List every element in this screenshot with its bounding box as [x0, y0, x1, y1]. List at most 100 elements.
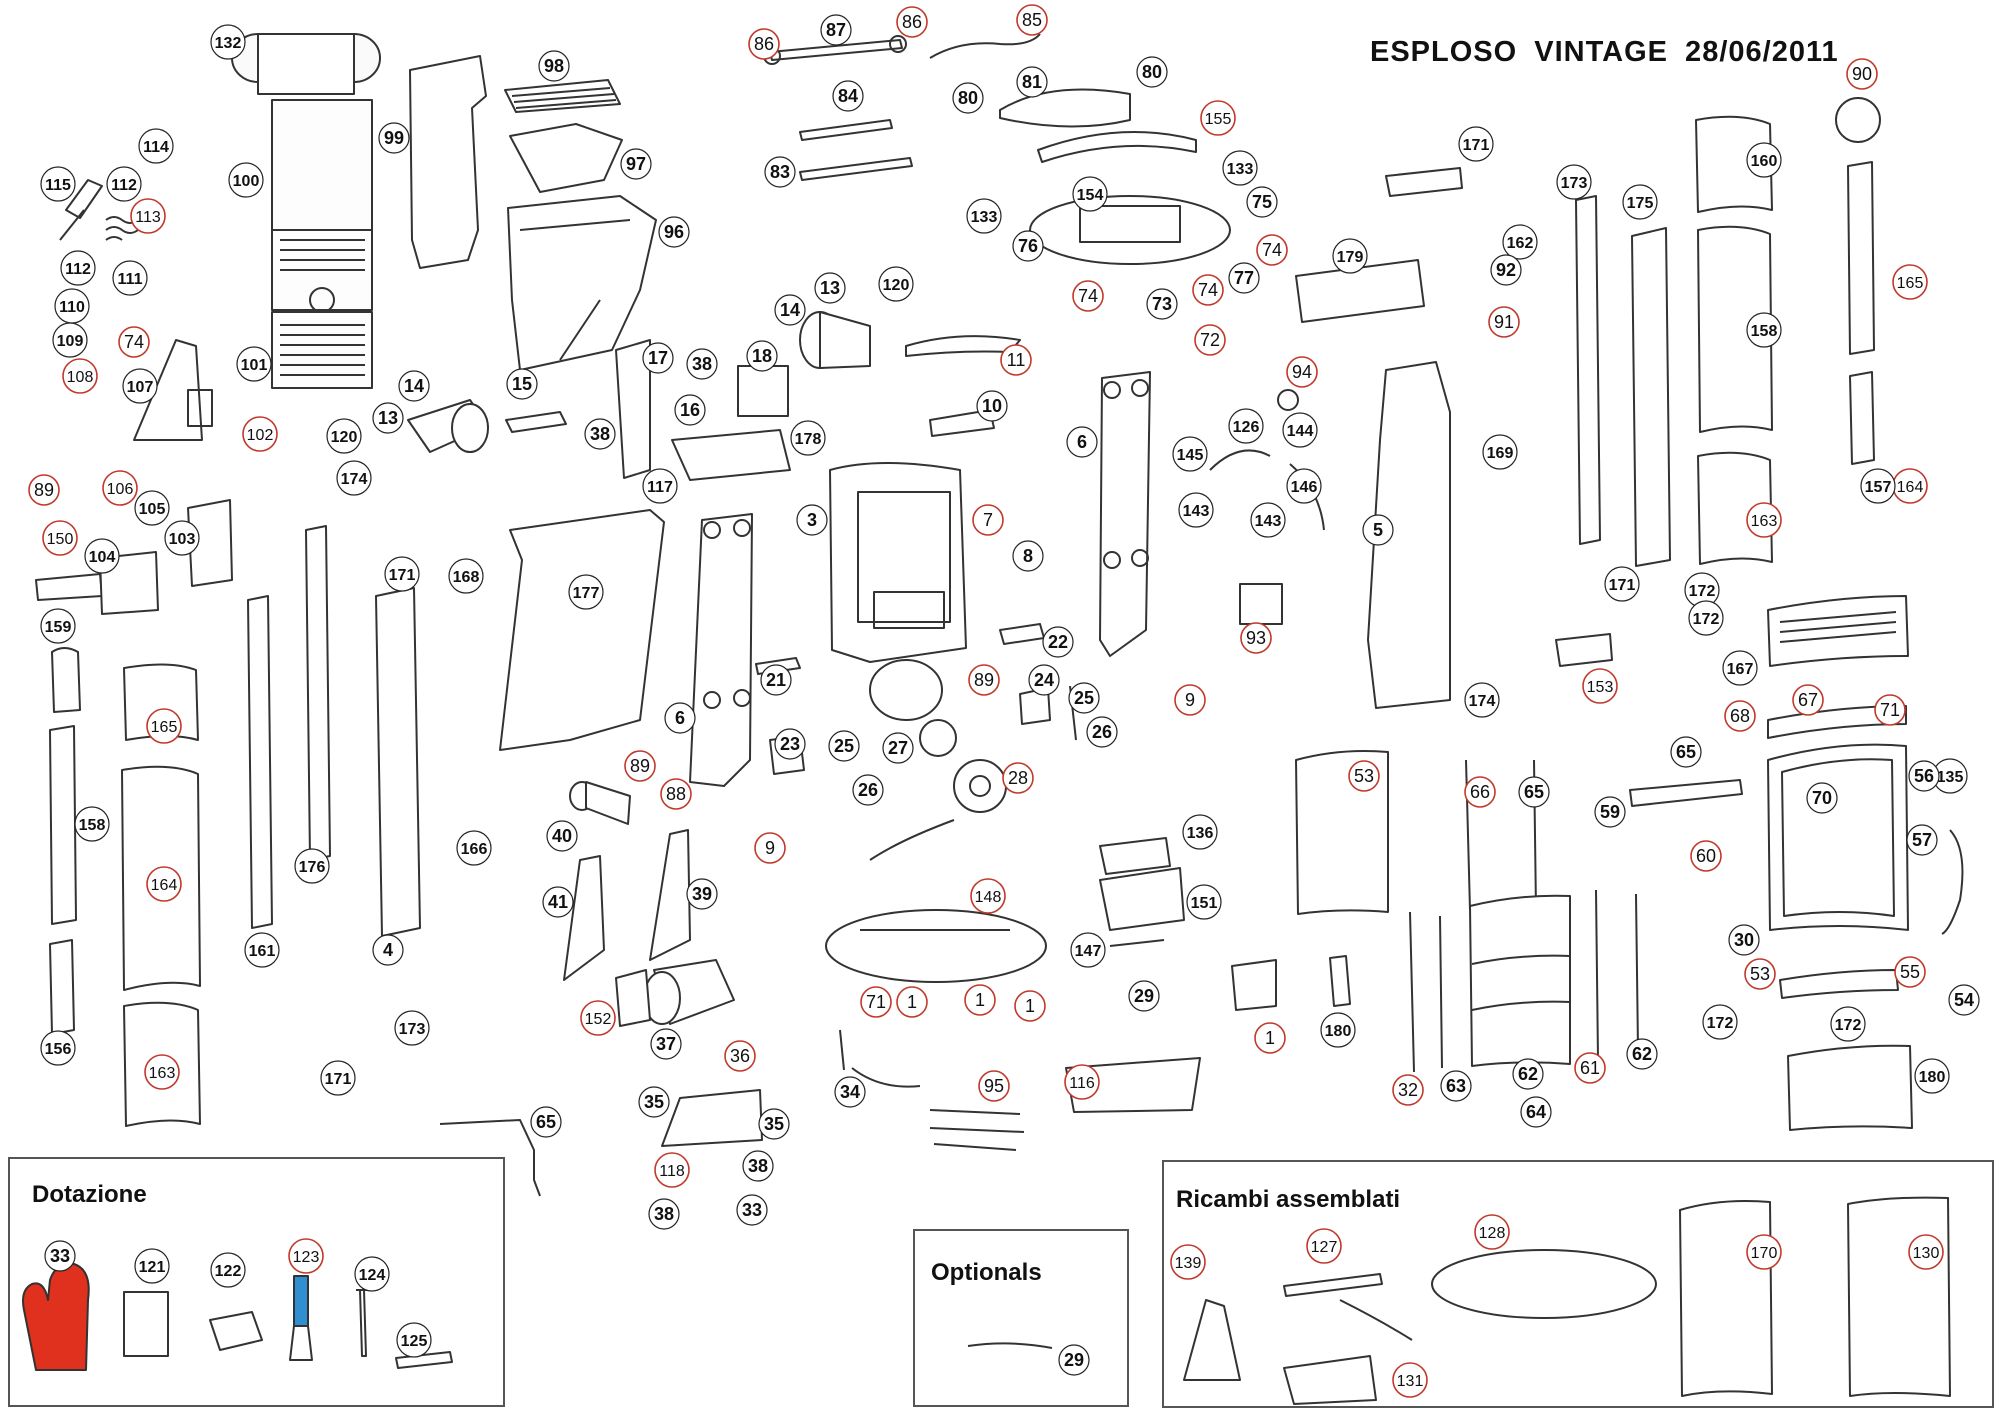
callout-number: 102 — [247, 427, 274, 444]
callout-89: 89 — [968, 664, 1000, 696]
callout-133: 133 — [966, 198, 1002, 234]
callout-170: 170 — [1746, 1234, 1782, 1270]
frame-178 — [671, 429, 791, 481]
callout-28: 28 — [1002, 762, 1034, 794]
part-drawings — [35, 33, 1964, 1197]
callout-number: 6 — [675, 708, 685, 728]
callout-number: 133 — [1227, 161, 1254, 178]
callout-ring — [1070, 932, 1106, 968]
callout-number: 25 — [1074, 688, 1094, 708]
callout-number: 89 — [34, 480, 54, 500]
callout-ring — [354, 1256, 390, 1292]
callout-ring — [1186, 884, 1222, 920]
callout-ring — [1464, 682, 1500, 718]
callout-17: 17 — [642, 342, 674, 374]
callout-number: 14 — [780, 300, 800, 320]
callout-ring — [1908, 760, 1940, 792]
callout-172: 172 — [1830, 1006, 1866, 1042]
brackets-180 — [1231, 955, 1351, 1011]
callout-number: 81 — [1022, 72, 1042, 92]
callout-number: 59 — [1600, 802, 1620, 822]
right-panels-165-164-163 — [1695, 115, 1773, 565]
callout-86: 86 — [896, 6, 928, 38]
callout-16: 16 — [674, 394, 706, 426]
callout-178: 178 — [790, 420, 826, 456]
callout-ring — [1016, 4, 1048, 36]
callout-53: 53 — [1744, 958, 1776, 990]
callout-number: 36 — [730, 1046, 750, 1066]
callout-number: 28 — [1008, 768, 1028, 788]
callout-133: 133 — [1222, 150, 1258, 186]
callout-number: 62 — [1632, 1044, 1652, 1064]
callout-8: 8 — [1012, 540, 1044, 572]
callout-number: 39 — [692, 884, 712, 904]
callout-number: 167 — [1727, 661, 1754, 678]
callout-ring — [760, 664, 792, 696]
callout-22: 22 — [1042, 626, 1074, 658]
callout-ring — [1240, 622, 1272, 654]
callout-ring — [724, 1040, 756, 1072]
callout-number: 156 — [45, 1041, 72, 1058]
callout-57: 57 — [1906, 824, 1938, 856]
callout-103: 103 — [164, 520, 200, 556]
hopper-97 — [509, 123, 623, 193]
callout-number: 1 — [1265, 1028, 1275, 1048]
callout-118: 118 — [654, 1152, 690, 1188]
callout-ring — [1072, 176, 1108, 212]
callout-34: 34 — [834, 1076, 866, 1108]
callout-147: 147 — [1070, 932, 1106, 968]
callout-number: 9 — [1185, 690, 1195, 710]
callout-ring — [1066, 426, 1098, 458]
callout-ring — [658, 216, 690, 248]
callout-ring — [638, 1086, 670, 1118]
callout-number: 15 — [512, 374, 532, 394]
callout-127: 127 — [1306, 1228, 1342, 1264]
callout-number: 85 — [1022, 10, 1042, 30]
callout-ring — [968, 664, 1000, 696]
handle-60 — [1941, 829, 1964, 935]
duct-6-right — [1099, 371, 1151, 657]
callout-number: 1 — [1025, 996, 1035, 1016]
bracket-10 — [929, 409, 995, 437]
callout-ring — [1482, 434, 1518, 470]
callout-38: 38 — [584, 418, 616, 450]
callout-number: 86 — [754, 34, 774, 54]
callout-171: 171 — [320, 1060, 356, 1096]
trim-53-bottom — [1779, 969, 1899, 999]
callout-ring — [1746, 1234, 1782, 1270]
callout-ring — [832, 80, 864, 112]
callout-number: 75 — [1252, 192, 1272, 212]
callout-155: 155 — [1200, 100, 1236, 136]
callout-number: 136 — [1187, 825, 1214, 842]
callout-102: 102 — [242, 416, 278, 452]
callout-number: 160 — [1751, 153, 1778, 170]
callout-number: 174 — [341, 471, 368, 488]
callout-26: 26 — [852, 774, 884, 806]
callout-ring — [790, 420, 826, 456]
callout-number: 120 — [883, 277, 910, 294]
callout-number: 8 — [1023, 546, 1033, 566]
callout-number: 163 — [149, 1065, 176, 1082]
top-trim-155 — [1037, 131, 1197, 163]
callout-71: 71 — [1874, 694, 1906, 726]
callout-113: 113 — [130, 198, 166, 234]
callout-ring — [1724, 700, 1756, 732]
callout-ring — [620, 148, 652, 180]
callout-33: 33 — [736, 1194, 768, 1226]
callout-number: 66 — [1470, 782, 1490, 802]
bracket-39 — [649, 829, 691, 961]
callout-ring — [1014, 990, 1046, 1022]
callout-158: 158 — [1746, 312, 1782, 348]
callout-ring — [1502, 224, 1538, 260]
callout-number: 60 — [1696, 846, 1716, 866]
callout-ring — [1170, 1244, 1206, 1280]
pillar-176 — [305, 525, 331, 861]
side-panel-177 — [499, 509, 665, 751]
callout-ring — [834, 1076, 866, 1108]
callout-ring — [146, 866, 182, 902]
callout-ring — [796, 504, 828, 536]
callout-ring — [1192, 274, 1224, 306]
callout-number: 111 — [118, 271, 143, 288]
callout-175: 175 — [1622, 184, 1658, 220]
callout-ring — [686, 878, 718, 910]
